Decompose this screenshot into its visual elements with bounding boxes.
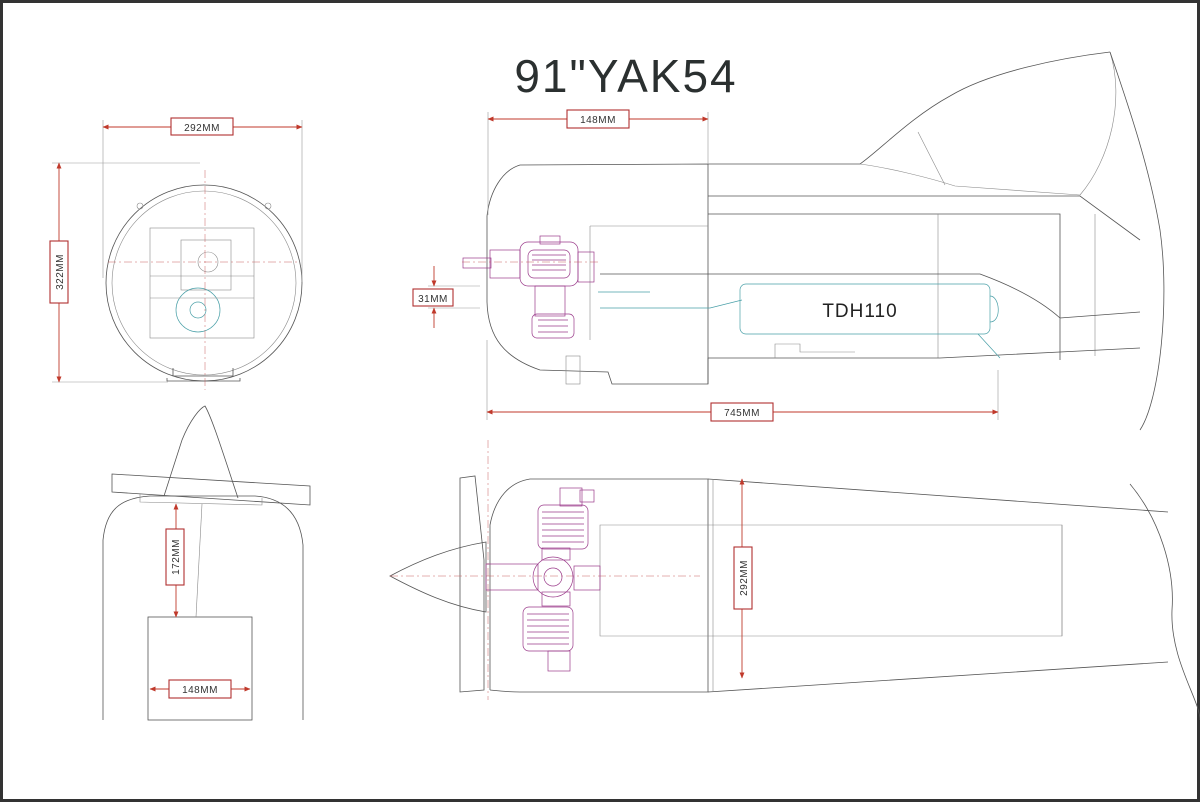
front-cowl-inner	[111, 190, 297, 376]
dim-side-overall: 745MM	[486, 340, 999, 422]
side-notch	[774, 343, 855, 358]
dim-top-width: 292MM	[733, 478, 753, 679]
dim-bottom-width-label: 148MM	[182, 685, 218, 696]
front-motor-plate	[180, 239, 232, 291]
dim-front-width: 292MM	[102, 117, 303, 282]
front-engine-outline	[175, 287, 221, 333]
side-bottom-line	[707, 347, 1141, 384]
top-view	[389, 440, 1200, 721]
front-screw-right	[264, 202, 272, 210]
top-propeller	[459, 475, 485, 693]
dim-front-width-label: 292MM	[184, 123, 220, 134]
front-cowl-outer	[105, 184, 303, 382]
dim-front-height-label: 322MM	[55, 254, 66, 290]
dim-side-offset: 31MM	[412, 266, 480, 328]
drawing-title: 91"YAK54	[514, 50, 737, 102]
side-fuel-lines	[598, 291, 743, 309]
top-engine	[485, 487, 601, 672]
top-cowl	[489, 478, 709, 693]
side-engine	[462, 235, 595, 339]
side-exhaust-stub	[565, 355, 581, 385]
side-exhaust-canister	[739, 283, 991, 335]
bottom-cowl	[102, 495, 304, 720]
bottom-center	[195, 503, 203, 618]
top-tank-bay	[599, 524, 1063, 637]
front-firewall-box	[149, 227, 255, 339]
dim-top-width-label: 292MM	[739, 560, 750, 596]
dim-bottom-width: 148MM	[149, 679, 251, 699]
side-cockpit-edge	[708, 195, 1141, 241]
side-cowl	[486, 163, 709, 385]
bottom-firewall-box	[147, 616, 253, 721]
front-screw-left	[136, 202, 144, 210]
side-fuselage-line	[708, 213, 1061, 360]
side-view: TDH110	[462, 51, 1165, 431]
front-engine-core	[189, 301, 207, 319]
top-spinner	[389, 541, 487, 613]
dim-front-height: 322MM	[49, 162, 200, 383]
front-chin	[166, 368, 241, 382]
dim-bottom-height-label: 172MM	[171, 539, 182, 575]
top-wing-curve	[1129, 483, 1200, 721]
side-wing-line	[600, 273, 1141, 319]
bottom-view	[102, 405, 311, 721]
top-fuselage-outline	[707, 478, 1169, 693]
bottom-spinner	[163, 405, 239, 499]
side-wing-root-curve	[1109, 51, 1165, 431]
component-label: TDH110	[822, 301, 897, 322]
side-canopy-top	[708, 51, 1111, 165]
side-exhaust-tail	[977, 295, 1001, 359]
side-canopy-strut	[917, 131, 946, 186]
front-view	[105, 170, 303, 390]
bottom-cowl-lip	[139, 494, 263, 506]
dim-side-cowl-length: 148MM	[487, 109, 709, 215]
side-canopy-frame	[859, 51, 1117, 196]
dim-side-cowl-length-label: 148MM	[580, 115, 616, 126]
bottom-wing-leading	[111, 473, 311, 506]
dim-side-offset-label: 31MM	[418, 294, 448, 305]
dim-side-overall-label: 745MM	[724, 408, 760, 419]
dim-bottom-height: 172MM	[165, 503, 185, 618]
front-spinner-hub	[197, 251, 219, 273]
